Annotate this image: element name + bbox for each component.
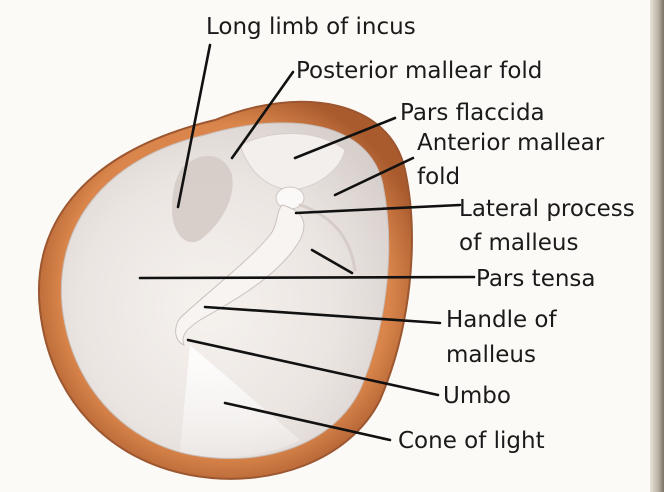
label-pars-flaccida: Pars flaccida (400, 100, 545, 126)
label-umbo: Umbo (443, 383, 511, 409)
label-pars-tensa: Pars tensa (476, 266, 596, 292)
label-posterior-mallear-fold: Posterior mallear fold (296, 58, 542, 84)
label-lateral-process-line1: Lateral process (459, 196, 635, 222)
label-handle-of-malleus-line2: malleus (446, 342, 536, 368)
label-lateral-process-line2: of malleus (459, 230, 578, 256)
label-anterior-mallear-fold-line1: Anterior mallear (417, 130, 604, 156)
label-cone-of-light: Cone of light (398, 428, 545, 454)
label-handle-of-malleus-line1: Handle of (446, 307, 557, 333)
page-edge-shadow (650, 0, 664, 492)
label-anterior-mallear-fold-line2: fold (417, 164, 460, 190)
label-long-limb-of-incus: Long limb of incus (206, 14, 416, 40)
leader-pars-tensa (140, 277, 474, 278)
